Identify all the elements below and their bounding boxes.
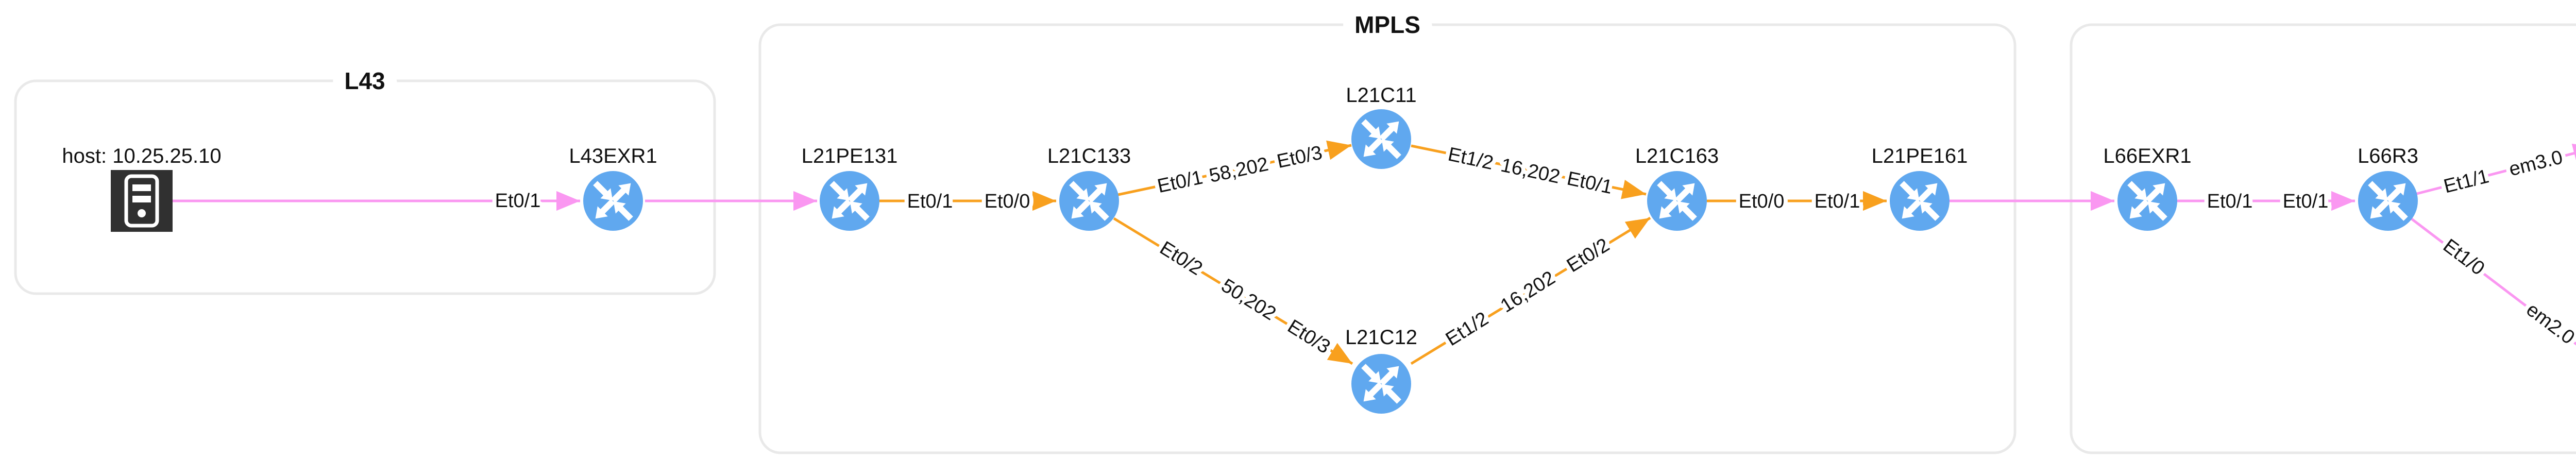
node-l21c12[interactable]: L21C12 [1343,324,1420,414]
node-label-l21pe161: L21PE161 [1872,145,1968,167]
link-label-src-port: Et0/0 [1739,191,1785,212]
nodes: host: 10.25.25.10 L43EXR1 L21PE131 L21C1… [59,81,2421,414]
group-box-ostrava [2070,23,2576,454]
node-l21c163[interactable]: L21C163 [1633,142,1721,231]
node-label-l21c11: L21C11 [1346,84,1416,107]
node-label-l43exr1: L43EXR1 [569,145,657,167]
group-box-l43 [14,79,716,295]
router-icon [1647,171,1707,231]
link-line [1410,216,1651,365]
link-label-dst-port: Et0/1 [2283,191,2329,212]
node-label-l66exr1: L66EXR1 [2103,145,2191,167]
link-label-dst-port: Et0/1 [495,190,541,212]
link-line [1117,140,1352,196]
router-icon [820,171,879,231]
link-l66exr1-l66r3: Et0/1 Et0/1 [2177,186,2355,216]
link-label-src-port: Et0/1 [907,191,953,212]
node-label-l21c163: L21C163 [1635,145,1719,167]
link-l21pe131-l21c133: Et0/1 Et0/0 [879,186,1056,216]
router-icon [1890,171,1950,231]
router-icon [583,171,643,231]
link-label-dst-port: Et0/1 [1815,191,1860,212]
server-icon [111,170,173,232]
group-title-l43: L43 [344,67,385,94]
router-icon [2358,171,2418,231]
node-label-l66r3: L66R3 [2358,145,2418,167]
link-line [1113,217,1353,365]
link-line [2411,218,2576,346]
node-l66r3[interactable]: L66R3 [2355,142,2421,231]
node-host1[interactable]: host: 10.25.25.10 [59,142,224,232]
link-label-dst-port: Et0/0 [985,191,1030,212]
router-icon [1059,171,1119,231]
node-label-l21c133: L21C133 [1047,145,1131,167]
node-l21c133[interactable]: L21C133 [1045,142,1133,231]
node-label-l21pe131: L21PE131 [802,145,898,167]
node-l21pe131[interactable]: L21PE131 [799,142,900,231]
node-label-host1: host: 10.25.25.10 [62,145,221,167]
group-title-mpls: MPLS [1354,11,1420,38]
node-l66exr1[interactable]: L66EXR1 [2100,142,2194,231]
link-line [2416,143,2576,195]
node-l21c11[interactable]: L21C11 [1343,81,1419,169]
node-l21pe161[interactable]: L21PE161 [1869,142,1970,231]
router-icon [2117,171,2177,231]
router-icon [1351,109,1411,169]
group-box-mpls [758,23,2016,454]
link-l21c163-l21pe161: Et0/0 Et0/1 [1707,186,1887,216]
node-label-l21c12: L21C12 [1345,326,1417,349]
link-line [1411,144,1647,199]
link-label-src-port: Et0/1 [2207,191,2253,212]
group-boxes: L43 MPLS 66 Ostrava DC [14,0,2576,454]
router-icon [1351,354,1411,414]
link-host1-l43exr1: Et0/1 [173,186,580,216]
node-l43exr1[interactable]: L43EXR1 [566,142,660,231]
